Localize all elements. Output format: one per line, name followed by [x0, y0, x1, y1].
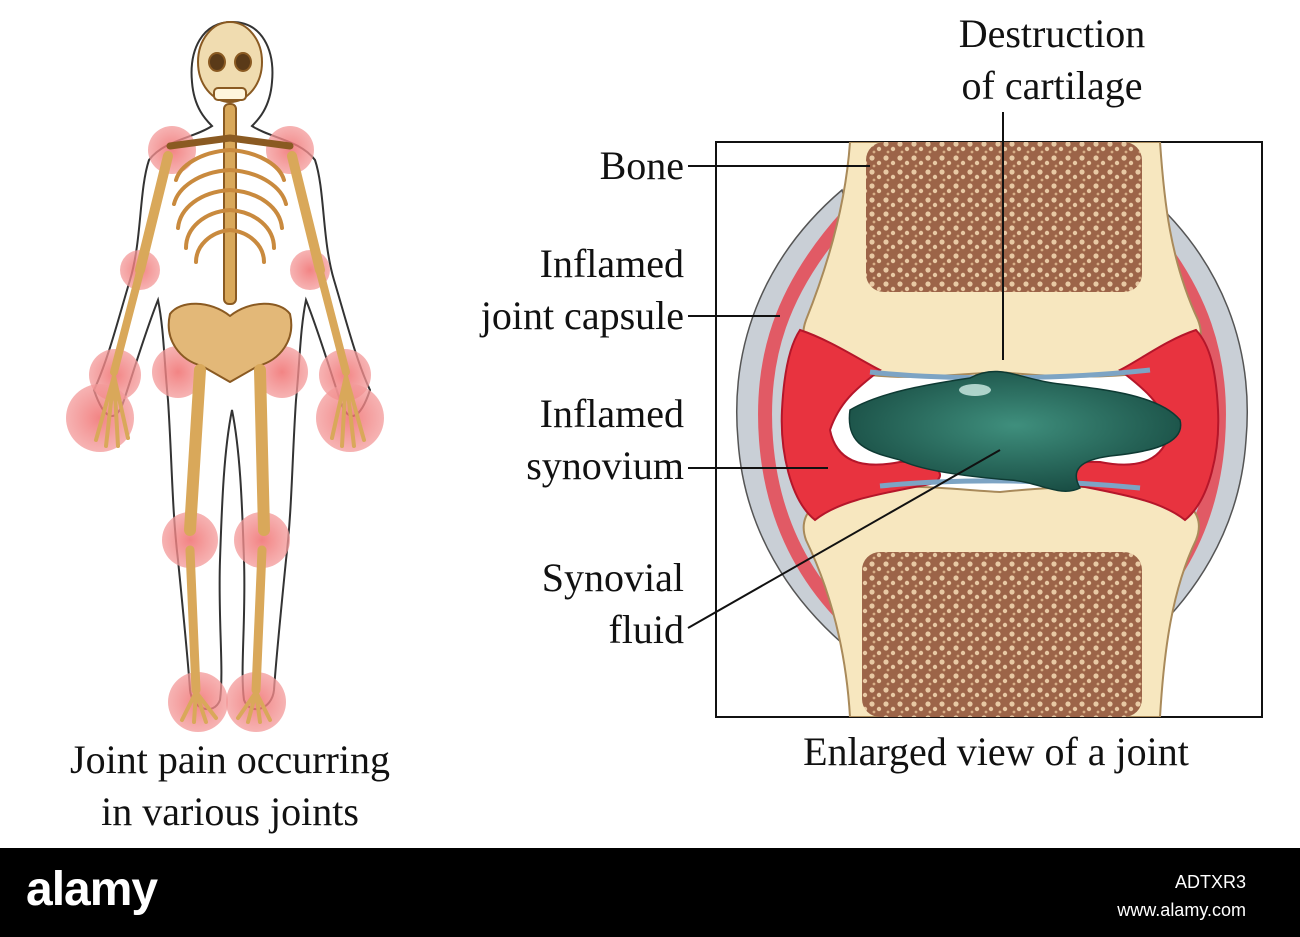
- spine: [223, 103, 237, 305]
- caption-right-text: Enlarged view of a joint: [803, 729, 1189, 774]
- synovial-fluid: [848, 370, 1182, 493]
- right-forearm: [316, 268, 350, 376]
- clavicles: [166, 134, 294, 150]
- label-fluid-line-1: Synovial: [541, 555, 684, 600]
- label-destruction-line-1: Destruction: [958, 11, 1146, 56]
- label-destruction-line-2: of cartilage: [961, 63, 1143, 108]
- right-tibia: [251, 545, 267, 695]
- left-foot-bones: [180, 690, 218, 724]
- label-capsule-line-1: Inflamed: [539, 241, 684, 286]
- label-synovium-line-1: Inflamed: [539, 391, 684, 436]
- label-inflamed-joint-capsule: Inflamed joint capsule: [384, 238, 684, 342]
- pelvis: [167, 302, 293, 383]
- diagram-stage: Destruction of cartilage Bone Inflamed j…: [10, 8, 1276, 838]
- ribcage: [172, 148, 288, 264]
- leader-lines: [687, 112, 1004, 629]
- right-foot-bones: [236, 690, 272, 724]
- left-humerus: [135, 151, 173, 275]
- site-url: www.alamy.com: [1117, 900, 1246, 920]
- label-synovium-line-2: synovium: [526, 443, 684, 488]
- lower-marrow: [862, 552, 1142, 717]
- label-bone: Bone: [460, 140, 684, 192]
- joint-diagram: [715, 141, 1263, 718]
- watermark-footer: alamy ADTXR3 www.alamy.com: [0, 848, 1300, 937]
- label-inflamed-synovium: Inflamed synovium: [384, 388, 684, 492]
- caption-left-line-2: in various joints: [101, 789, 359, 834]
- label-fluid-line-2: fluid: [608, 607, 684, 652]
- label-bone-text: Bone: [599, 143, 684, 188]
- right-hand-bones: [330, 374, 366, 448]
- left-forearm: [110, 268, 144, 376]
- skeleton: [94, 21, 366, 724]
- label-capsule-line-2: joint capsule: [480, 293, 684, 338]
- left-femur: [184, 364, 206, 536]
- caption-left: Joint pain occurring in various joints: [10, 734, 450, 838]
- left-hand-bones: [94, 374, 130, 448]
- label-synovial-fluid: Synovial fluid: [384, 552, 684, 656]
- pain-marker-right-knee: [234, 512, 290, 568]
- label-destruction-of-cartilage: Destruction of cartilage: [902, 8, 1202, 112]
- left-tibia: [185, 545, 201, 695]
- right-humerus: [287, 151, 325, 275]
- alamy-logo: alamy: [26, 863, 158, 916]
- caption-right: Enlarged view of a joint: [716, 726, 1276, 778]
- image-id: ADTXR3: [1174, 872, 1246, 892]
- leader-fluid: [687, 449, 1001, 629]
- pain-marker-left-knee: [162, 512, 218, 568]
- pain-marker-right-shoulder: [266, 126, 314, 174]
- inflamed-synovium: [780, 328, 941, 522]
- illustration: [66, 20, 1263, 732]
- caption-left-line-1: Joint pain occurring: [70, 737, 390, 782]
- skull: [197, 21, 263, 103]
- image-code: ADTXR3 www.alamy.com: [1117, 868, 1246, 924]
- right-femur: [254, 364, 270, 536]
- pain-marker-left-shoulder: [148, 126, 196, 174]
